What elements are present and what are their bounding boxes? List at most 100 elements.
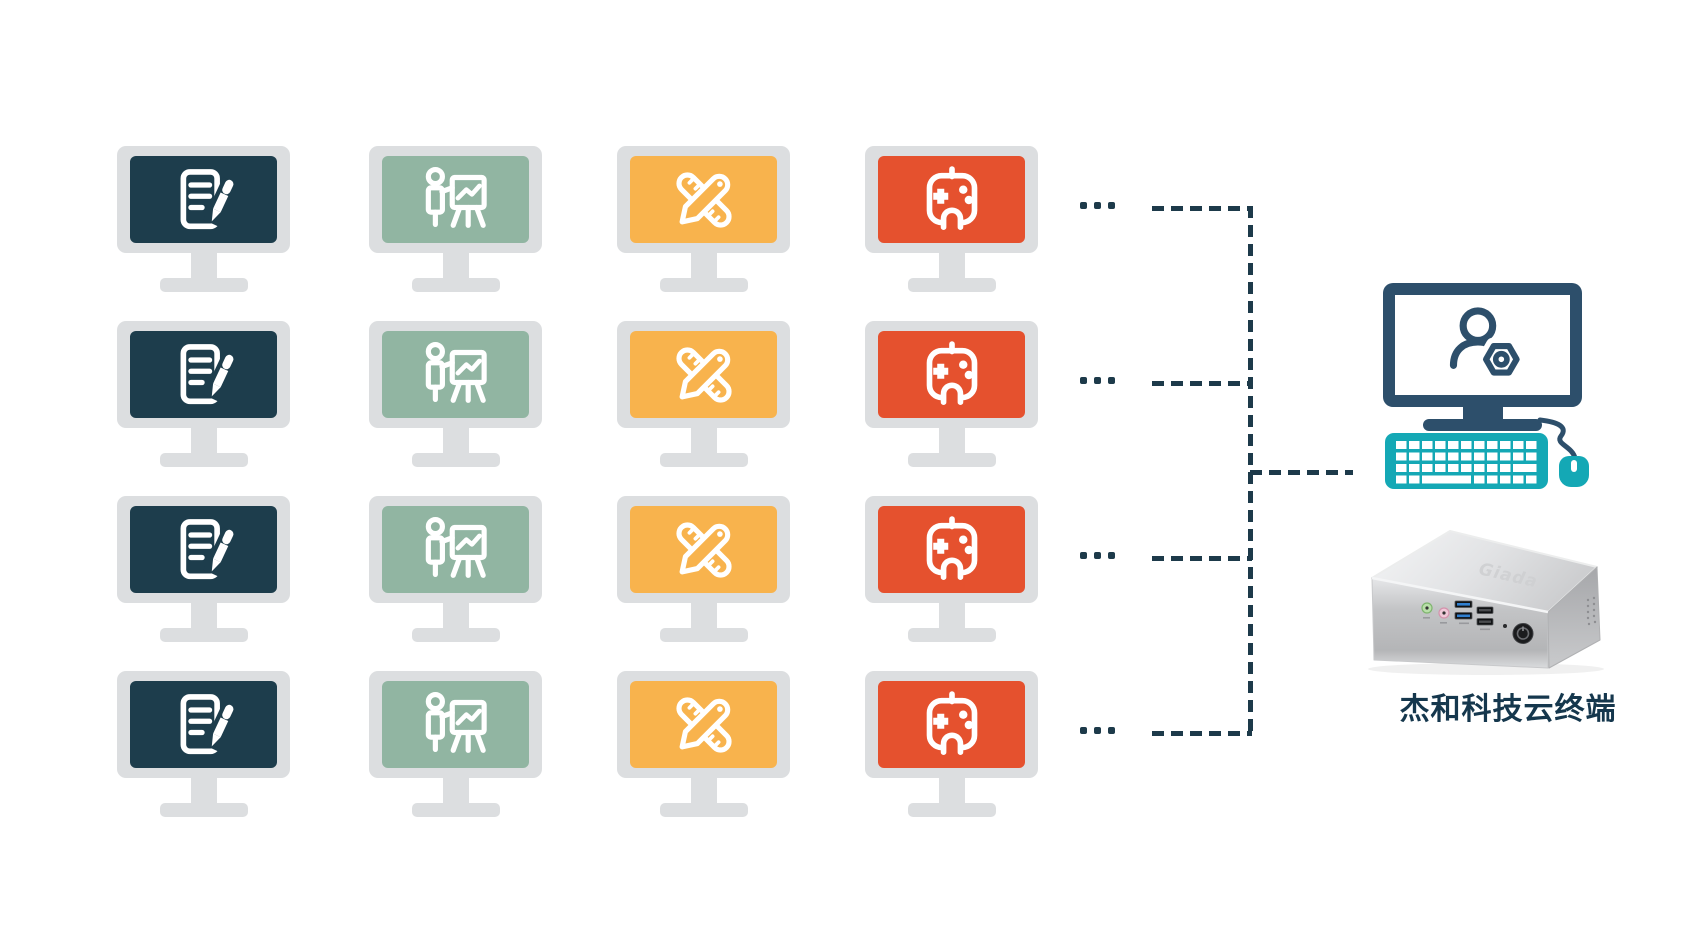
monitor-stand-base bbox=[907, 628, 996, 642]
workstation-monitor-document-edit-row2 bbox=[117, 321, 290, 467]
document-edit-icon bbox=[159, 339, 249, 411]
ellipsis-dot bbox=[1094, 726, 1101, 734]
monitor-screen bbox=[130, 681, 277, 768]
monitor-frame bbox=[865, 146, 1038, 253]
workstation-monitor-gamepad-row2 bbox=[865, 321, 1038, 467]
workstation-monitor-ruler-pencil-row4 bbox=[617, 671, 790, 817]
workstation-monitor-ruler-pencil-row2 bbox=[617, 321, 790, 467]
ruler-pencil-icon bbox=[659, 164, 749, 236]
monitor-stand-base bbox=[159, 278, 248, 292]
monitor-frame bbox=[369, 671, 542, 778]
document-edit-icon bbox=[159, 514, 249, 586]
monitor-stand-base bbox=[159, 453, 248, 467]
workstation-monitor-document-edit-row3 bbox=[117, 496, 290, 642]
monitor-stand-neck bbox=[938, 778, 965, 803]
monitor-frame bbox=[369, 496, 542, 603]
monitor-frame bbox=[617, 496, 790, 603]
monitor-frame bbox=[117, 496, 290, 603]
monitor-stand-base bbox=[411, 803, 500, 817]
workstation-monitor-ruler-pencil-row1 bbox=[617, 146, 790, 292]
ruler-pencil-icon bbox=[659, 514, 749, 586]
gamepad-icon bbox=[907, 689, 997, 761]
ruler-pencil-icon bbox=[659, 339, 749, 411]
monitor-stand-base bbox=[659, 278, 748, 292]
row-connector-line-4 bbox=[1152, 730, 1252, 736]
monitor-stand-base bbox=[659, 628, 748, 642]
workstation-monitor-gamepad-row3 bbox=[865, 496, 1038, 642]
monitor-screen bbox=[382, 331, 529, 418]
workstation-monitor-gamepad-row4 bbox=[865, 671, 1038, 817]
gamepad-icon bbox=[907, 339, 997, 411]
monitor-screen bbox=[878, 681, 1025, 768]
monitor-screen bbox=[630, 506, 777, 593]
user-gear-icon bbox=[1427, 302, 1539, 388]
monitor-stand-neck bbox=[190, 778, 217, 803]
ellipsis-icon-row3 bbox=[1080, 551, 1115, 559]
monitor-frame bbox=[117, 146, 290, 253]
monitor-stand-neck bbox=[690, 778, 717, 803]
monitor-screen bbox=[130, 156, 277, 243]
workstation-monitor-presentation-chart-row1 bbox=[369, 146, 542, 292]
workstation-monitor-document-edit-row1 bbox=[117, 146, 290, 292]
monitor-frame bbox=[617, 321, 790, 428]
monitor-frame bbox=[865, 321, 1038, 428]
row-connector-line-3 bbox=[1152, 555, 1252, 561]
mouse-cable bbox=[1537, 417, 1578, 461]
ellipsis-dot bbox=[1108, 551, 1115, 559]
ellipsis-icon-row1 bbox=[1080, 201, 1115, 209]
ellipsis-icon-row2 bbox=[1080, 376, 1115, 384]
monitor-screen bbox=[630, 331, 777, 418]
ellipsis-dot bbox=[1080, 726, 1087, 734]
row-connector-line-1 bbox=[1152, 205, 1252, 211]
mouse-icon bbox=[1559, 456, 1589, 487]
monitor-screen bbox=[382, 681, 529, 768]
ellipsis-dot bbox=[1094, 376, 1101, 384]
admin-monitor-stand-neck bbox=[1463, 407, 1503, 420]
monitor-frame bbox=[369, 321, 542, 428]
monitor-stand-neck bbox=[442, 603, 469, 628]
admin-monitor-stand-base bbox=[1423, 419, 1542, 431]
monitor-stand-base bbox=[907, 278, 996, 292]
monitor-stand-neck bbox=[442, 778, 469, 803]
monitor-stand-neck bbox=[690, 253, 717, 278]
device-label: 杰和科技云终端 bbox=[1399, 692, 1617, 727]
monitor-frame bbox=[617, 146, 790, 253]
document-edit-icon bbox=[159, 164, 249, 236]
monitor-stand-base bbox=[659, 803, 748, 817]
ellipsis-dot bbox=[1108, 376, 1115, 384]
keyboard-icon bbox=[1385, 433, 1548, 489]
workstation-monitor-document-edit-row4 bbox=[117, 671, 290, 817]
mini-pc-image: Giada bbox=[1368, 530, 1604, 675]
workstation-monitor-gamepad-row1 bbox=[865, 146, 1038, 292]
workstation-monitor-ruler-pencil-row3 bbox=[617, 496, 790, 642]
monitor-frame bbox=[865, 671, 1038, 778]
ellipsis-dot bbox=[1080, 201, 1087, 209]
monitor-stand-neck bbox=[190, 603, 217, 628]
monitor-frame bbox=[117, 671, 290, 778]
document-edit-icon bbox=[159, 689, 249, 761]
workstation-monitor-presentation-chart-row2 bbox=[369, 321, 542, 467]
monitor-screen bbox=[878, 331, 1025, 418]
workstation-monitor-presentation-chart-row4 bbox=[369, 671, 542, 817]
workstation-monitor-presentation-chart-row3 bbox=[369, 496, 542, 642]
monitor-screen bbox=[382, 506, 529, 593]
monitor-stand-base bbox=[411, 628, 500, 642]
monitor-frame bbox=[369, 146, 542, 253]
gamepad-icon bbox=[907, 514, 997, 586]
gamepad-icon bbox=[907, 164, 997, 236]
ellipsis-dot bbox=[1094, 201, 1101, 209]
monitor-stand-base bbox=[411, 278, 500, 292]
monitor-screen bbox=[630, 156, 777, 243]
presentation-chart-icon bbox=[411, 339, 501, 411]
presentation-chart-icon bbox=[411, 514, 501, 586]
presentation-chart-icon bbox=[411, 164, 501, 236]
admin-monitor bbox=[1383, 283, 1582, 407]
monitor-stand-base bbox=[411, 453, 500, 467]
monitor-frame bbox=[117, 321, 290, 428]
row-connector-line-2 bbox=[1152, 380, 1252, 386]
monitor-stand-base bbox=[907, 453, 996, 467]
monitor-stand-base bbox=[159, 628, 248, 642]
monitor-screen bbox=[382, 156, 529, 243]
ellipsis-dot bbox=[1080, 551, 1087, 559]
